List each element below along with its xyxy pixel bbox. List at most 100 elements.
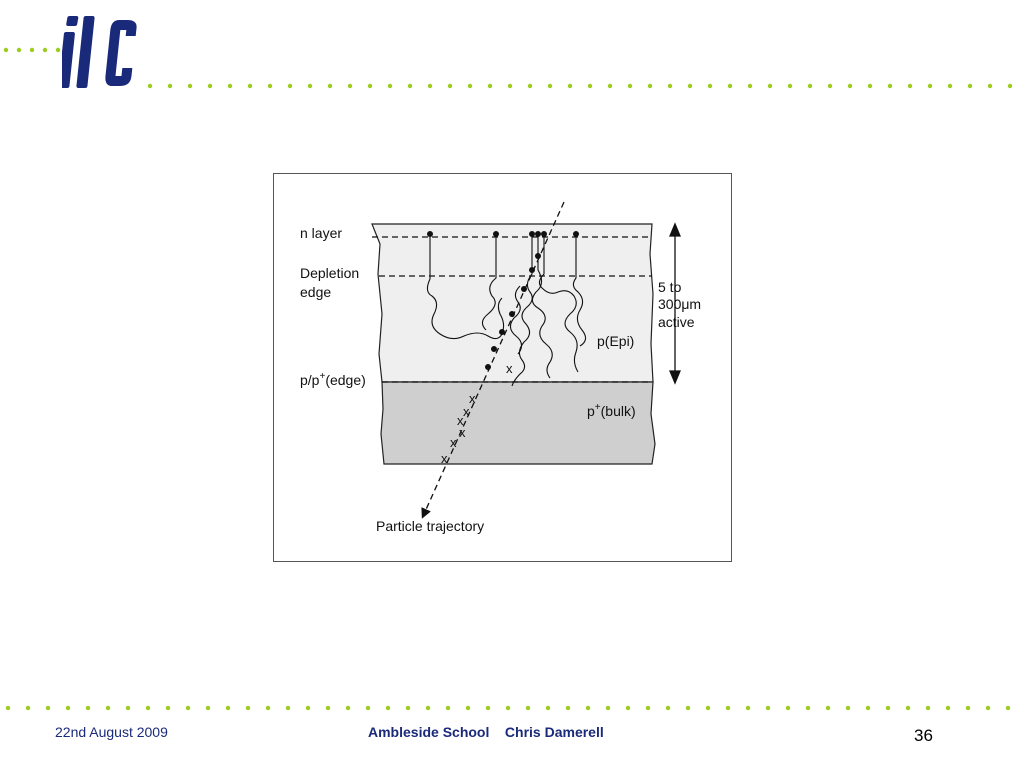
rule-dot [845,705,851,711]
rule-dot [665,705,671,711]
rule-dot [507,83,513,89]
rule-dot [167,83,173,89]
rule-dot [105,705,111,711]
rule-dot [625,705,631,711]
rule-dot [25,705,31,711]
rule-dot [565,705,571,711]
rule-dot [85,705,91,711]
rule-dot [267,83,273,89]
rule-dot [587,83,593,89]
svg-text:x: x [463,404,470,419]
rule-dot [945,705,951,711]
rule-dot [667,83,673,89]
rule-dot [427,83,433,89]
label-depletion-line2: edge [300,284,331,300]
rule-dot [987,83,993,89]
rule-dot [125,705,131,711]
label-p-epi: p(Epi) [597,333,634,349]
rule-dot [42,47,48,53]
rule-dot [645,705,651,711]
rule-dot [65,705,71,711]
rule-dot [367,83,373,89]
rule-dot [207,83,213,89]
rule-dot [745,705,751,711]
rule-dot [947,83,953,89]
rule-dot [847,83,853,89]
rule-dot [767,83,773,89]
rule-dot [825,705,831,711]
rule-dot [805,705,811,711]
rule-dot [527,83,533,89]
rule-dot [307,83,313,89]
rule-dot [287,83,293,89]
rule-dot [5,705,11,711]
rule-dot [747,83,753,89]
rule-dot [147,83,153,89]
footer-presenter: Ambleside School Chris Damerell [368,724,604,740]
rule-dot [447,83,453,89]
rule-dot [887,83,893,89]
rule-dot [227,83,233,89]
rule-dot [55,47,61,53]
rule-dot [927,83,933,89]
rule-dot [467,83,473,89]
rule-dot [225,705,231,711]
particle-trajectory [421,201,565,519]
footer-date: 22nd August 2009 [55,724,168,740]
rule-dot [907,83,913,89]
rule-dot [807,83,813,89]
rule-dot [165,705,171,711]
rule-dot [725,705,731,711]
rule-dot [965,705,971,711]
rule-dot [525,705,531,711]
rule-dot [785,705,791,711]
rule-dot [585,705,591,711]
rule-dot [485,705,491,711]
rule-dot [647,83,653,89]
rule-dot [925,705,931,711]
rule-dot [487,83,493,89]
rule-dot [145,705,151,711]
rule-dot [247,83,253,89]
label-p-edge: p/p+(edge) [300,371,366,388]
rule-dot [245,705,251,711]
rule-dot [405,705,411,711]
rule-dot [425,705,431,711]
rule-dot [547,83,553,89]
rule-dot [985,705,991,711]
epi-region [371,223,654,383]
rule-dot [185,705,191,711]
rule-dot [867,83,873,89]
bulk-region [380,381,656,465]
rule-dot [407,83,413,89]
rule-dot [45,705,51,711]
rule-dot [827,83,833,89]
detector-diagram-svg: x x x x x x x n layer Depletion edge p/p… [300,201,701,534]
rule-dot [787,83,793,89]
rule-dot [285,705,291,711]
rule-dot [305,705,311,711]
svg-text:x: x [441,451,448,466]
rule-dot [727,83,733,89]
rule-dot [345,705,351,711]
rule-dot [687,83,693,89]
header-dot-rule [147,83,1013,89]
charge-dots [427,231,579,370]
rule-dot [3,47,9,53]
footer-dot-rule [5,705,1011,711]
rule-dot [885,705,891,711]
rule-dot [29,47,35,53]
rule-dot [865,705,871,711]
rule-dot [505,705,511,711]
rule-dot [187,83,193,89]
rule-dot [385,705,391,711]
label-active-line3: active [658,314,695,330]
rule-dot [1005,705,1011,711]
svg-text:x: x [457,413,464,428]
detector-diagram: x x x x x x x n layer Depletion edge p/p… [273,173,732,562]
rule-dot [567,83,573,89]
label-n-layer: n layer [300,225,342,241]
rule-dot [445,705,451,711]
rule-dot [465,705,471,711]
rule-dot [387,83,393,89]
